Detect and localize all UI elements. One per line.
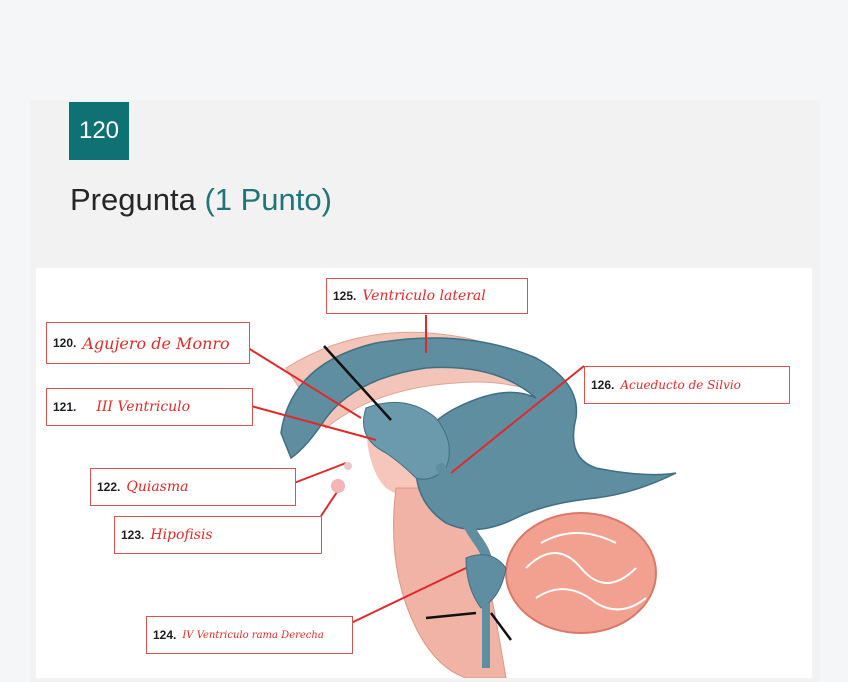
brain-ventricles-figure: 120. Agujero de Monro 121. III Ventricul…: [36, 268, 812, 678]
label-121-answer: III Ventriculo: [96, 399, 190, 415]
question-title-text: Pregunta: [70, 182, 196, 217]
label-126: 126. Acueducto de Silvio: [584, 366, 790, 404]
label-125-answer: Ventriculo lateral: [362, 288, 485, 304]
label-123-answer: Hipofisis: [150, 527, 212, 543]
question-points: (1 Punto): [204, 182, 332, 217]
label-124-answer: IV Ventriculo rama Derecha: [182, 630, 323, 641]
label-121: 121. III Ventriculo: [46, 388, 253, 426]
question-number-badge: 120: [69, 102, 129, 160]
label-122-answer: Quiasma: [126, 479, 188, 495]
label-120: 120. Agujero de Monro: [46, 322, 250, 364]
label-125: 125. Ventriculo lateral: [326, 278, 528, 314]
label-120-answer: Agujero de Monro: [82, 334, 229, 353]
label-124-number: 124.: [153, 628, 176, 642]
label-124: 124. IV Ventriculo rama Derecha: [146, 616, 353, 654]
cerebellum-shape: [506, 513, 656, 633]
label-126-answer: Acueducto de Silvio: [620, 378, 741, 392]
label-121-number: 121.: [53, 400, 76, 414]
label-126-number: 126.: [591, 378, 614, 392]
label-120-number: 120.: [53, 336, 76, 350]
label-123: 123. Hipofisis: [114, 516, 322, 554]
question-title: Pregunta (1 Punto): [70, 182, 332, 218]
label-122-number: 122.: [97, 480, 120, 494]
label-122: 122. Quiasma: [90, 468, 296, 506]
label-125-number: 125.: [333, 289, 356, 303]
label-123-number: 123.: [121, 528, 144, 542]
